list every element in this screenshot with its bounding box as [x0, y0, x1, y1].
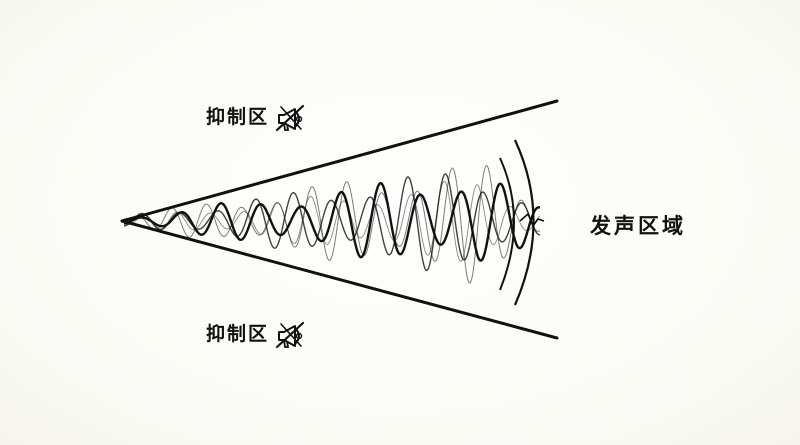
wavefront-arc-inner: [499, 157, 515, 291]
sound-wave-tail: [519, 212, 545, 228]
suppression-zone-top-label: 抑制区: [206, 106, 270, 128]
muted-megaphone-icon: [273, 320, 307, 350]
sound-wave-group: [123, 165, 545, 284]
muted-megaphone-icon: [273, 103, 307, 133]
sound-wave-stroke: [123, 180, 541, 262]
sound-wave-stroke: [123, 165, 541, 284]
cone-upper-edge: [120, 99, 559, 223]
suppression-zone-top: 抑制区: [206, 102, 307, 133]
sound-wave-stroke: [123, 182, 541, 262]
suppression-zone-bottom: 抑制区: [206, 319, 307, 350]
suppression-zone-bottom-label: 抑制区: [206, 323, 270, 345]
cone-lower-edge: [120, 219, 559, 340]
emission-zone-label: 发声区域: [590, 214, 686, 238]
wavefront-arc-outer: [513, 139, 535, 306]
